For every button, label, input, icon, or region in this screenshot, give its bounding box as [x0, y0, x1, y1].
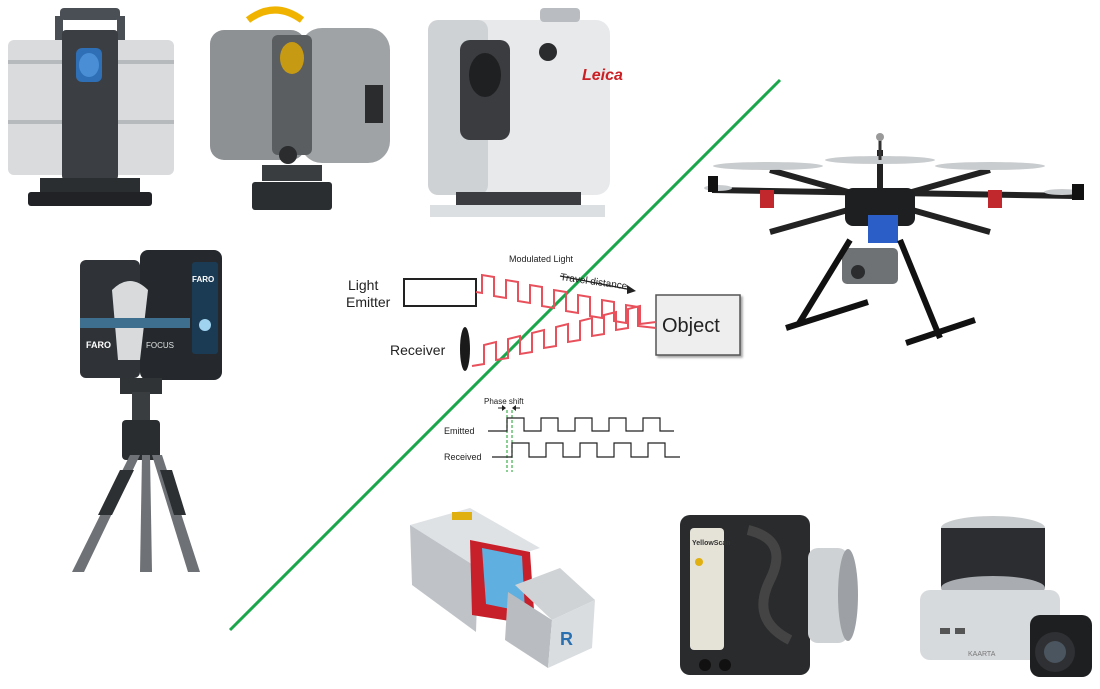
- emitted-label: Emitted: [444, 426, 475, 436]
- terrestrial-scanner-2-image: [210, 6, 390, 210]
- focus-label: FOCUS: [146, 341, 174, 350]
- receiver-lens: [460, 327, 470, 371]
- mobile-scanner-3-image: KAARTA: [920, 516, 1092, 677]
- terrestrial-scanner-1-image: [8, 8, 174, 206]
- received-wave: [471, 304, 657, 367]
- yellowscan-logo: YellowScan: [692, 540, 731, 547]
- phase-shift-label: Phase shift: [484, 397, 524, 406]
- divider-line: [228, 78, 782, 632]
- mobile-scanner-2-image: YellowScan: [680, 515, 858, 675]
- emitted-signal: [488, 417, 674, 432]
- drone-image: [704, 133, 1084, 346]
- mobile-scanner-1-image: R: [410, 508, 595, 668]
- svg-text:R: R: [560, 629, 573, 649]
- faro-logo: FARO: [86, 340, 111, 350]
- object-label: Object: [662, 315, 720, 337]
- leica-scanner-image: Leica: [428, 8, 623, 217]
- object-box: [655, 294, 741, 356]
- received-signal: [492, 442, 680, 458]
- kaarta-logo: KAARTA: [968, 651, 996, 658]
- received-label: Received: [444, 452, 482, 462]
- light-emitter-label-line2: Emitter: [346, 294, 391, 310]
- receiver-label: Receiver: [390, 342, 446, 358]
- modulated-light-label: Modulated Light: [509, 254, 574, 264]
- phase-shift-diagram: Light Emitter Receiver Object Modulated …: [346, 254, 741, 472]
- faro-logo-2: FARO: [192, 275, 214, 284]
- leica-logo: Leica: [582, 67, 623, 84]
- light-emitter-label-line1: Light: [348, 277, 378, 293]
- faro-focus-scanner-image: FARO FARO FOCUS: [72, 250, 222, 572]
- light-emitter-box: [403, 278, 477, 307]
